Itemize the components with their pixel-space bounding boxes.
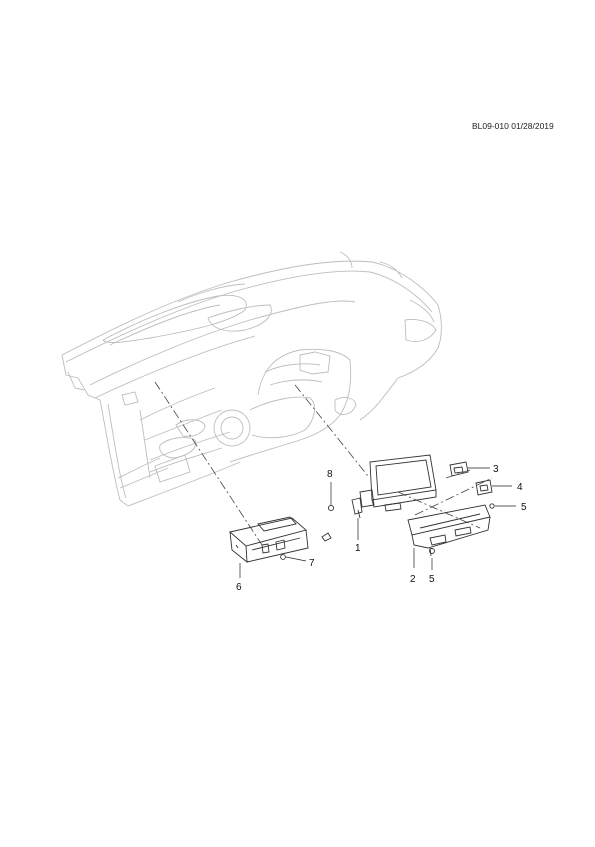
callout-5-right: 5 <box>521 502 527 513</box>
part-screws-5 <box>429 503 495 557</box>
part-display-module <box>351 454 437 519</box>
callout-1: 1 <box>355 543 361 554</box>
part-bolt-7 <box>280 532 332 560</box>
part-switch-4 <box>475 479 493 496</box>
part-switch-3 <box>449 461 469 477</box>
callout-2: 2 <box>410 574 416 585</box>
callout-8: 8 <box>327 469 333 480</box>
callouts: 1 2 3 4 5 5 6 7 8 <box>236 464 527 593</box>
document-code: BL09-010 01/28/2019 <box>472 121 554 131</box>
callout-3: 3 <box>493 464 499 475</box>
part-receiver-module <box>229 516 309 563</box>
alignment-lines <box>154 381 493 546</box>
callout-6: 6 <box>236 582 242 593</box>
callout-7: 7 <box>309 558 315 569</box>
callout-4: 4 <box>517 482 523 493</box>
part-control-panel <box>407 504 491 554</box>
leader-lines <box>239 467 516 578</box>
part-nut-8 <box>327 504 335 512</box>
callout-5-lower: 5 <box>429 574 435 585</box>
instrument-panel-outline <box>61 251 442 507</box>
